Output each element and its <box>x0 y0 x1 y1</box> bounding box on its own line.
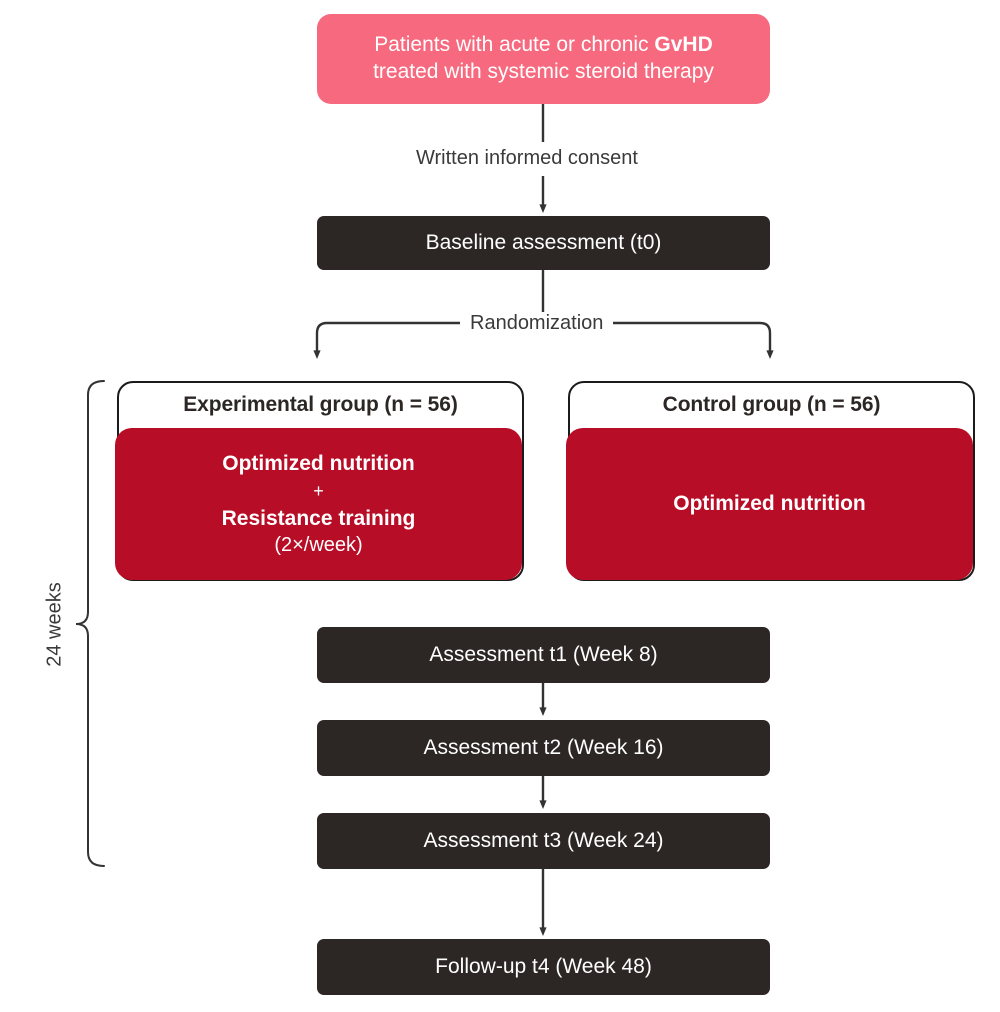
node-assessment-t3: Assessment t3 (Week 24) <box>317 813 770 869</box>
control-intervention-line1: Optimized nutrition <box>673 492 866 516</box>
experimental-intervention-line2: Resistance training <box>221 506 416 530</box>
edge-label-randomization: Randomization <box>460 312 614 335</box>
node-enrollment: Patients with acute or chronic GvHD trea… <box>317 14 770 104</box>
node-assessment-t1: Assessment t1 (Week 8) <box>317 627 770 683</box>
enrollment-line1-bold: GvHD <box>654 33 713 57</box>
experimental-intervention-line1: Optimized nutrition <box>222 452 415 476</box>
control-group-title: Control group (n = 56) <box>662 393 881 416</box>
enrollment-line1-pre: Patients with acute or chronic <box>374 33 655 57</box>
experimental-group-title: Experimental group (n = 56) <box>183 393 458 416</box>
experimental-intervention-plus: + <box>313 480 324 501</box>
enrollment-line2: treated with systemic steroid therapy <box>373 60 714 83</box>
node-assessment-t2: Assessment t2 (Week 16) <box>317 720 770 776</box>
node-followup-t4: Follow-up t4 (Week 48) <box>317 939 770 995</box>
node-baseline-assessment: Baseline assessment (t0) <box>317 216 770 270</box>
edge-label-consent: Written informed consent <box>406 147 648 170</box>
node-experimental-intervention: Optimized nutrition + Resistance trainin… <box>115 428 522 580</box>
node-control-intervention: Optimized nutrition <box>566 428 973 580</box>
experimental-intervention-frequency: (2×/week) <box>274 533 363 556</box>
duration-bracket-icon <box>75 380 105 867</box>
duration-bracket-label: 24 weeks <box>43 582 66 667</box>
